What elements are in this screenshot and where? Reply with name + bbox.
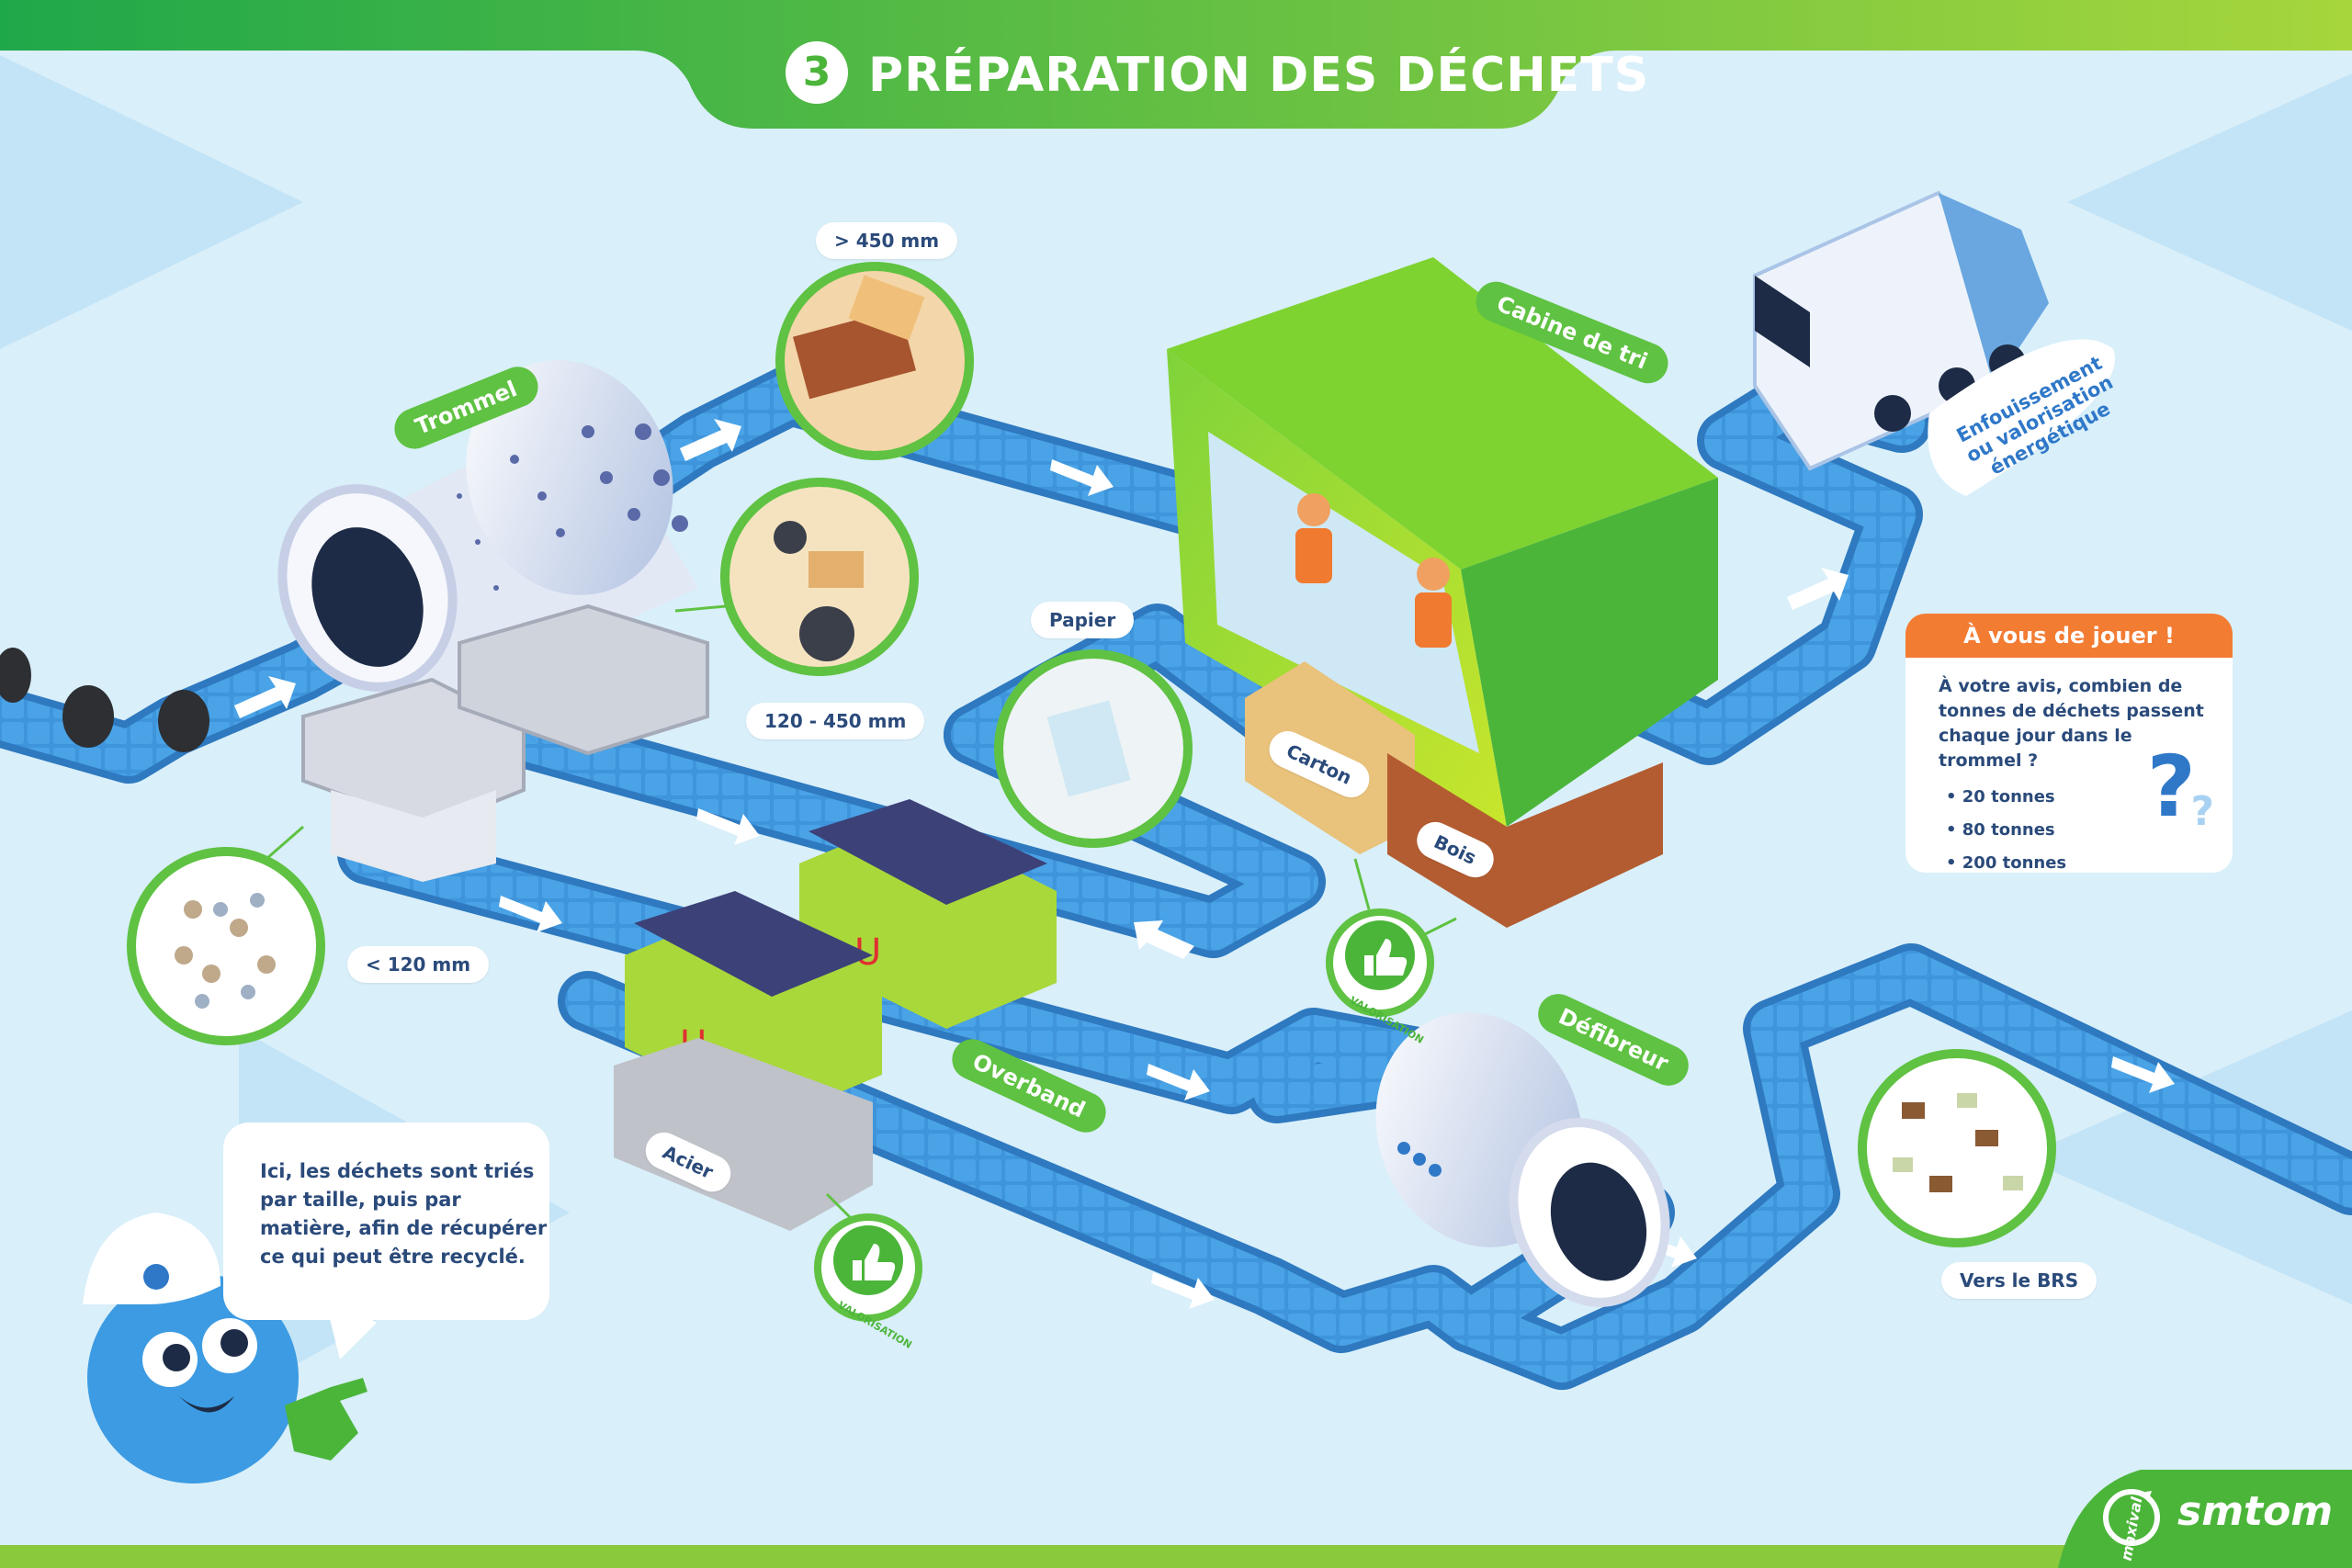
step-number-badge: 3 (786, 41, 848, 104)
thumbs-up-icon (1364, 939, 1408, 976)
worker-icon (1295, 493, 1332, 583)
wheel-icon (1874, 395, 1911, 432)
quiz-card: À vous de jouer ! À votre avis, combien … (1905, 614, 2233, 873)
arrow-icon (1787, 568, 1849, 610)
quiz-title: À vous de jouer ! (1905, 614, 2233, 658)
mascot-speech-bubble: Ici, les déchets sont triés par taille, … (223, 1122, 549, 1320)
arrow-icon (499, 896, 562, 932)
zoom-circle-small (127, 847, 325, 1045)
zoom-circle-paper (994, 649, 1193, 848)
label-size-medium: 120 - 450 mm (746, 703, 925, 739)
arrow-icon (2111, 1056, 2175, 1093)
cabine-de-tri (1167, 257, 1718, 827)
quiz-question: À votre avis, combien de tonnes de déche… (1939, 676, 2204, 771)
question-mark-icon: ? (2146, 738, 2196, 836)
quiz-option-label: 80 tonnes (1946, 820, 2055, 840)
trash-bag-icon (0, 648, 31, 703)
arrow-icon (1151, 1272, 1215, 1309)
defibreur-machine (1375, 1012, 1670, 1307)
maxival-logo (2103, 1489, 2160, 1546)
label-papier: Papier (1031, 602, 1135, 638)
zoom-circle-brs (1858, 1049, 2056, 1247)
valorisation-badge (814, 1213, 922, 1322)
zoom-circle-large (775, 262, 974, 460)
arrow-icon (1147, 1064, 1210, 1100)
label-vers-le-brs: Vers le BRS (1941, 1262, 2098, 1299)
trash-bag-icon (62, 685, 114, 748)
bin-bois (1387, 753, 1663, 928)
trommel-machine (277, 360, 709, 882)
quiz-option-label: 200 tonnes (1946, 853, 2066, 873)
arrow-icon (1134, 920, 1194, 959)
label-size-large: > 450 mm (816, 222, 958, 259)
quiz-option: 200 tonnes (1905, 847, 2233, 873)
header-band (0, 0, 2352, 129)
arrow-icon (680, 419, 741, 461)
quiz-option-label: 20 tonnes (1946, 787, 2055, 807)
worker-icon (1415, 558, 1452, 648)
label-size-small: < 120 mm (347, 946, 490, 983)
mascot (83, 1213, 377, 1483)
arrow-icon (1050, 459, 1114, 496)
page-title: PRÉPARATION DES DÉCHETS (868, 48, 1650, 103)
leader-lines (266, 604, 1457, 1219)
thumbs-up-icon (853, 1244, 896, 1280)
valorisation-badge (1326, 908, 1434, 1017)
quiz-option: 80 tonnes (1905, 814, 2233, 847)
arrow-icon (234, 676, 296, 718)
trash-bag-icon (158, 690, 209, 752)
truck (1753, 190, 2115, 496)
arrow-icon (696, 808, 760, 845)
zoom-circle-medium (720, 478, 919, 676)
quiz-option: 20 tonnes (1905, 781, 2233, 814)
bin-acier (614, 1038, 873, 1231)
pointing-hand-icon (285, 1378, 368, 1461)
smtom-logo-text: smtom (2177, 1488, 2334, 1535)
question-mark-icon: ? (2190, 788, 2214, 835)
footer-band (0, 1545, 2352, 1568)
